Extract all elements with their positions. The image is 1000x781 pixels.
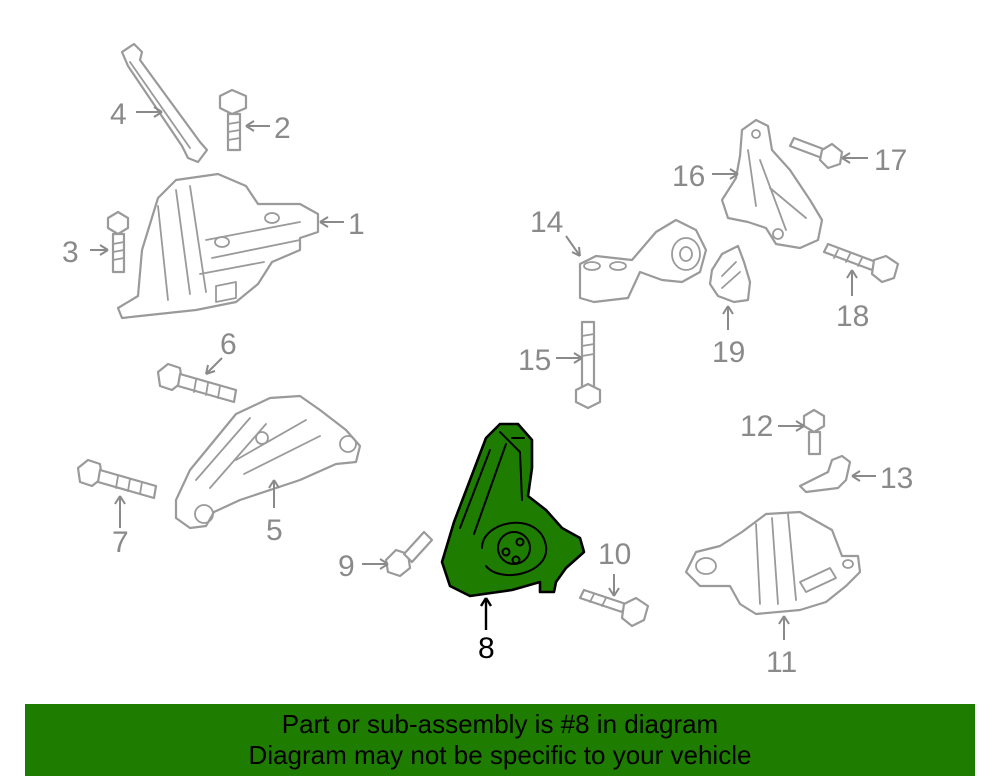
part-8-mount[interactable] [440, 422, 586, 598]
info-banner: Part or sub-assembly is #8 in diagram Di… [25, 704, 975, 776]
callout-18: 18 [836, 300, 869, 333]
part-1-mount[interactable] [116, 172, 320, 320]
part-19-insulator[interactable] [708, 244, 752, 304]
part-10-bolt[interactable] [578, 588, 650, 628]
part-2-bolt[interactable] [218, 88, 248, 152]
parts-diagram: 4 2 3 1 6 7 5 9 8 10 11 12 13 14 15 16 1… [62, 42, 913, 679]
part-17-bolt[interactable] [788, 136, 844, 170]
part-14-strut[interactable] [578, 218, 708, 304]
callout-1: 1 [348, 208, 365, 241]
callout-5: 5 [266, 514, 283, 547]
callout-11: 11 [766, 646, 797, 679]
callout-numbers: 4 2 3 1 6 7 5 9 8 10 11 12 13 14 15 16 1… [62, 98, 913, 679]
part-16-bracket[interactable] [720, 118, 824, 250]
callout-6: 6 [220, 328, 237, 361]
callout-17: 17 [874, 144, 907, 177]
part-5-bracket[interactable] [174, 394, 362, 530]
part-4-strap[interactable] [120, 42, 209, 164]
callout-9: 9 [338, 550, 355, 583]
part-11-mount[interactable] [684, 510, 862, 616]
callout-8: 8 [478, 632, 495, 665]
callout-19: 19 [712, 336, 745, 369]
callout-14: 14 [530, 206, 563, 239]
callout-2: 2 [274, 112, 291, 145]
part-3-bolt[interactable] [106, 210, 130, 274]
part-9-bolt[interactable] [384, 530, 434, 578]
callout-3: 3 [62, 236, 79, 269]
part-15-bolt[interactable] [574, 320, 602, 410]
callout-7: 7 [112, 526, 129, 559]
part-12-bolt[interactable] [802, 408, 826, 456]
callout-4: 4 [110, 98, 127, 131]
callout-12: 12 [740, 410, 773, 443]
part-18-bolt[interactable] [822, 242, 900, 284]
callout-10: 10 [598, 538, 631, 571]
callout-16: 16 [672, 160, 705, 193]
banner-line-2: Diagram may not be specific to your vehi… [248, 740, 752, 770]
callout-13: 13 [880, 462, 913, 495]
leader-lines [90, 106, 876, 640]
part-6-bolt[interactable] [156, 362, 238, 404]
part-13-clip[interactable] [798, 454, 852, 494]
banner-line-1: Part or sub-assembly is #8 in diagram [281, 709, 719, 739]
callout-15: 15 [518, 344, 551, 377]
part-7-bolt[interactable] [76, 458, 158, 500]
